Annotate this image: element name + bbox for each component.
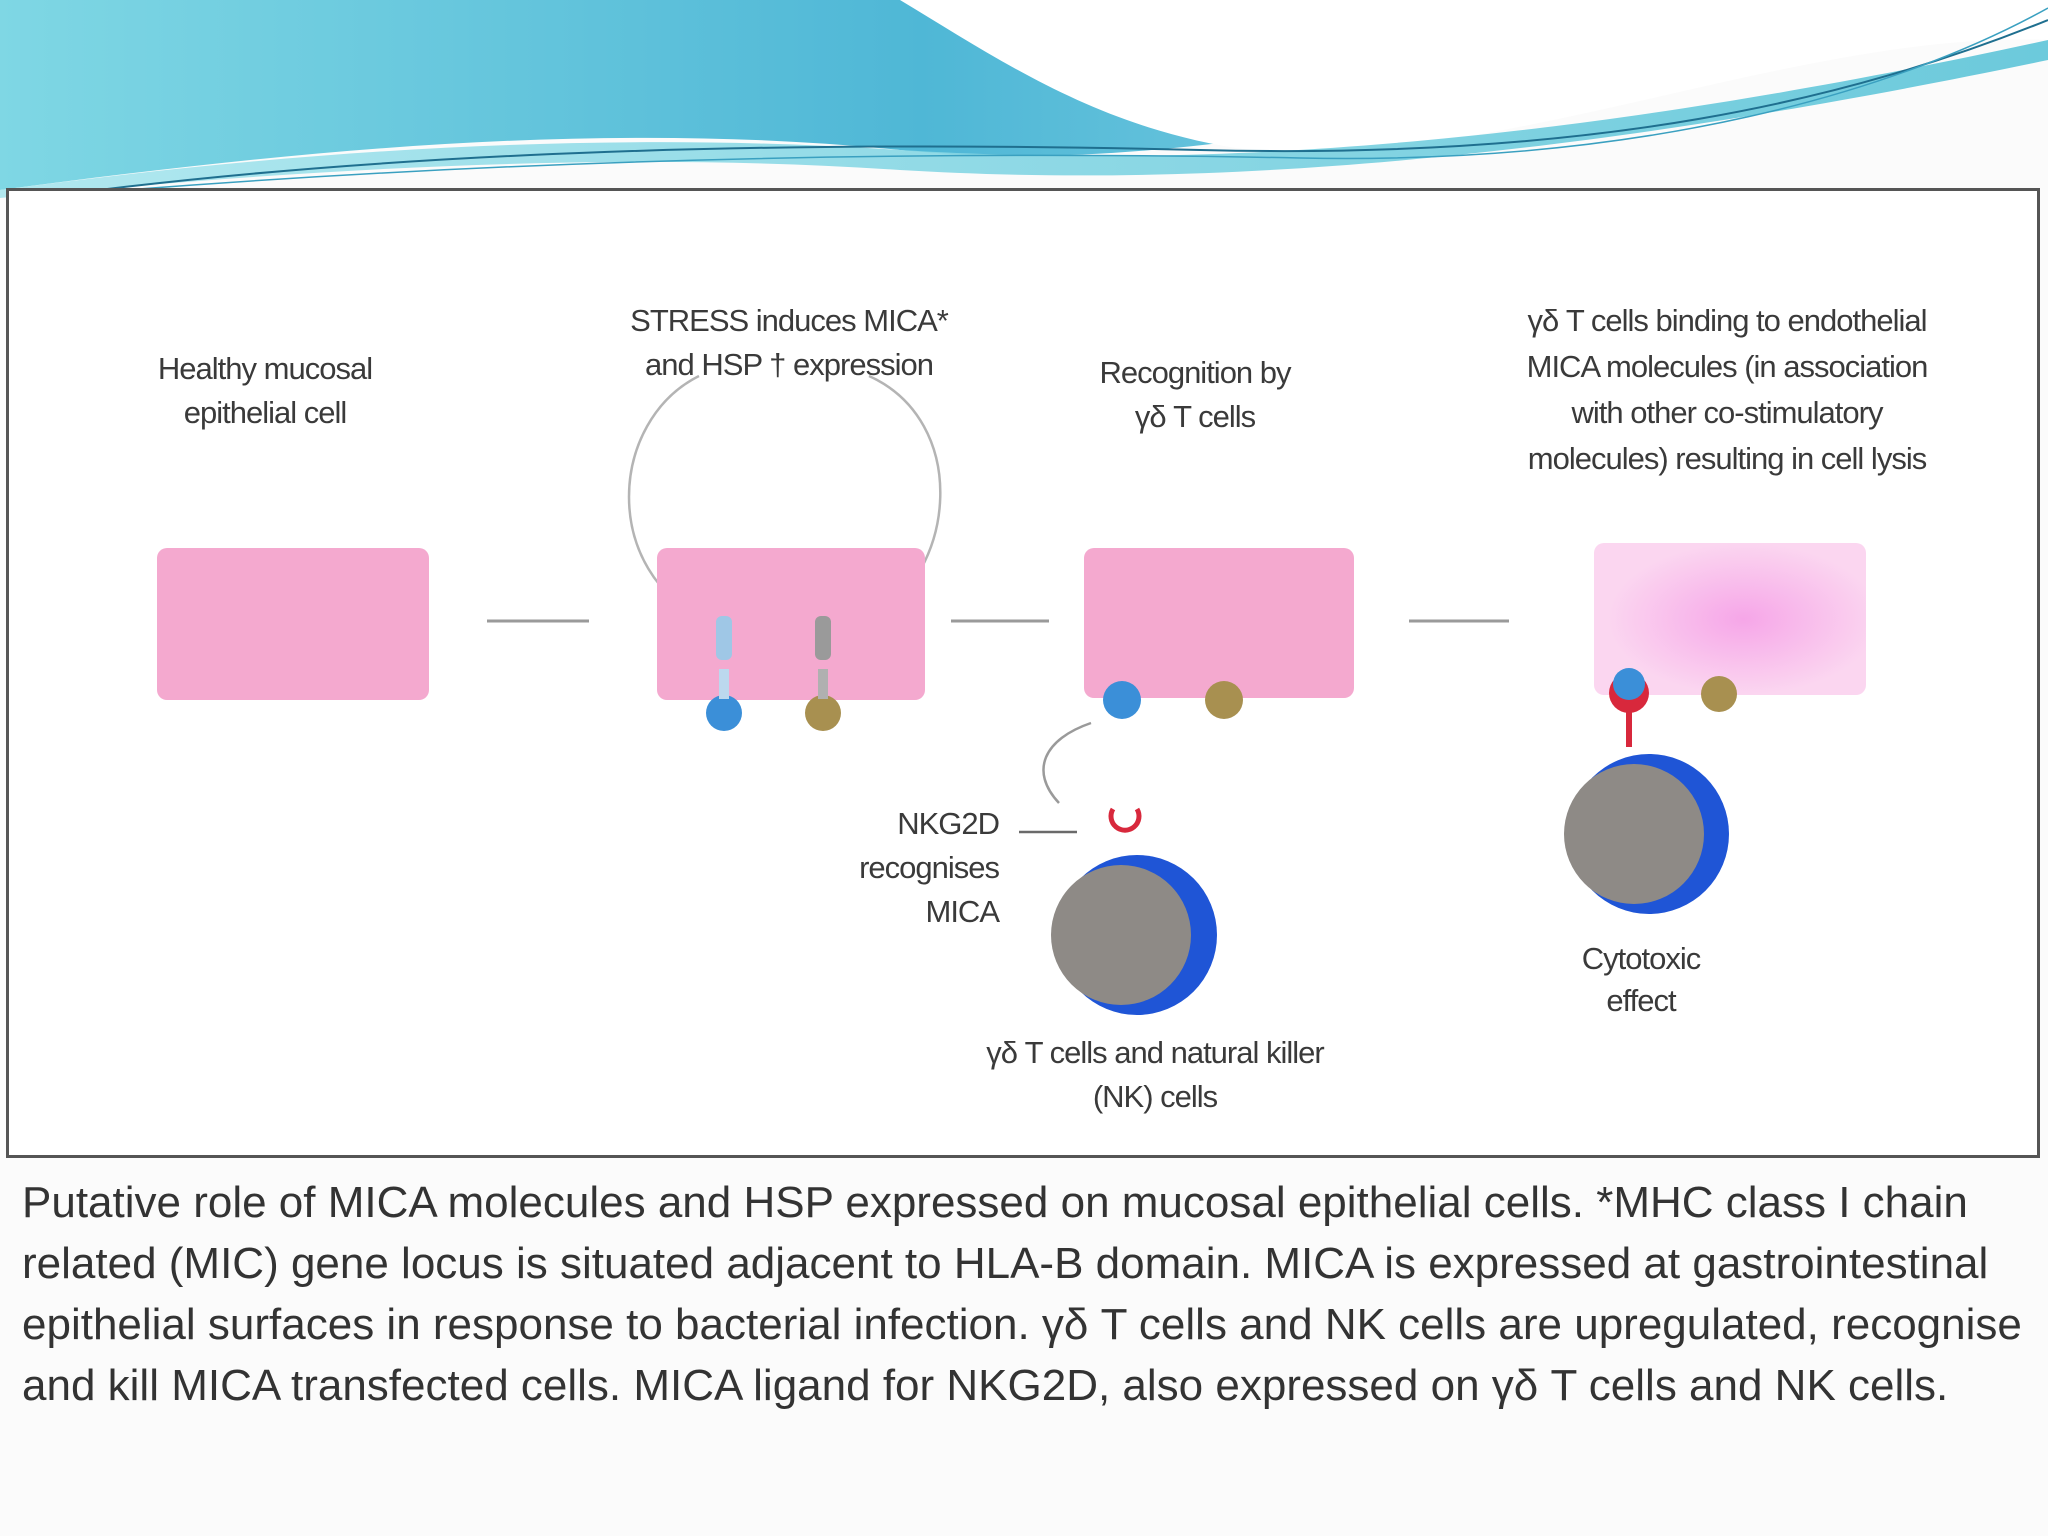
nkg2d-label-line-1: NKG2D [897,806,999,841]
stage-recognition-label-line-2: γδ T cells [1135,399,1256,434]
mica-ligand [1103,681,1141,719]
stage-healthy: Healthy mucosal epithelial cell [157,351,429,700]
stage-lysis-label-line-3: with other co-stimulatory [1571,395,1884,430]
recognized-epithelial-cell [1084,548,1354,698]
effector-cell-attached [1564,754,1729,914]
header-wave-decoration [0,0,2048,198]
stage-recognition-label-line-1: Recognition by [1099,355,1292,390]
figure-caption: Putative role of MICA molecules and HSP … [22,1178,2022,1410]
mica-molecule [706,616,742,731]
stage-stress: STRESS induces MICA* and HSP † expressio… [627,303,950,731]
stage-stress-label-line-1: STRESS induces MICA* [630,303,949,338]
stage-lysis-label-line-4: molecules) resulting in cell lysis [1528,441,1927,476]
hsp-ligand-bound [1701,676,1737,712]
recognition-arrow [1042,721,1092,804]
hsp-molecule [805,616,841,731]
healthy-epithelial-cell [157,548,429,700]
stage-lysis: γδ T cells binding to endothelial MICA m… [1527,303,1929,1018]
stage-healthy-label-line-1: Healthy mucosal [158,351,372,386]
nkg2d-label-line-3: MICA [926,894,1001,929]
nkg2d-label-line-2: recognises [859,850,999,885]
mica-nkg2d-binding [1609,668,1649,747]
cytotoxic-label-line-1: Cytotoxic [1582,941,1701,976]
hsp-ligand [1205,681,1243,719]
stage-stress-label-line-2: and HSP † expression [645,347,933,382]
stage-healthy-label-line-2: epithelial cell [184,395,347,430]
stressed-epithelial-cell [657,548,925,700]
effector-cell [1051,855,1217,1015]
effector-cell-label-line-2: (NK) cells [1093,1079,1218,1114]
lysing-epithelial-cell [1594,543,1866,695]
stage-lysis-label-line-1: γδ T cells binding to endothelial [1527,303,1926,338]
nkg2d-receptor [1108,807,1142,833]
stage-recognition: Recognition by γδ T cells NKG2D recognis… [859,355,1354,1114]
figure-frame: Healthy mucosal epithelial cell STRESS i… [6,188,2040,1158]
mica-diagram: Healthy mucosal epithelial cell STRESS i… [157,303,1929,1114]
stage-lysis-label-line-2: MICA molecules (in association [1527,349,1928,384]
effector-cell-label-line-1: γδ T cells and natural killer [986,1035,1324,1070]
cytotoxic-label-line-2: effect [1606,983,1677,1018]
